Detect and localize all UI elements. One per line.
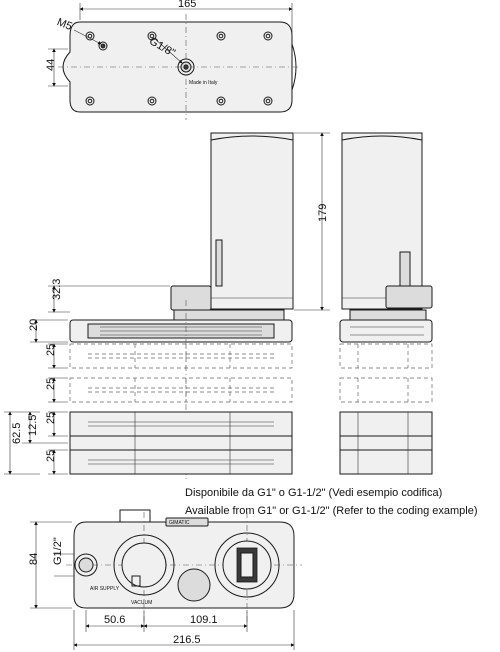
dim-179: 179 — [317, 204, 329, 222]
dim-25-d: 25 — [45, 450, 57, 462]
dim-25-b: 25 — [45, 378, 57, 390]
vacuum-port — [113, 534, 175, 596]
side-module-ghost-2 — [339, 377, 433, 403]
dim-165: 165 — [178, 0, 196, 10]
dim-109-1: 109.1 — [190, 614, 218, 626]
bottom-view: GIMATIC AIR SUPPLY VACUUM 84 G1/2" 50.6 … — [28, 509, 302, 650]
dim-44: 44 — [45, 59, 57, 71]
module-ghost-2 — [69, 377, 293, 403]
dim-25-a: 25 — [45, 344, 57, 356]
brand-logo: GIMATIC — [169, 520, 190, 526]
made-in-italy-label: Made in Italy — [189, 80, 218, 86]
dim-20: 20 — [28, 319, 40, 331]
dim-m5: M5 — [55, 16, 74, 33]
dim-g12: G1/2" — [52, 537, 64, 565]
dim-84: 84 — [28, 553, 40, 565]
front-view: 179 32.3 20 25 25 25 25 12.5 — [4, 132, 330, 480]
vacuum-label: VACUUM — [131, 600, 152, 606]
air-supply-label: AIR SUPPLY — [90, 586, 120, 592]
dim-25-c: 25 — [45, 412, 57, 424]
main-port — [214, 532, 280, 598]
g12-port — [74, 553, 98, 577]
top-view: Made in Italy M5 G1/8" 165 44 — [45, 0, 300, 120]
side-module-stack — [339, 411, 433, 475]
note-italian: Disponibile da G1" o G1-1/2" (Vedi esemp… — [185, 487, 442, 499]
dim-12-5: 12.5 — [27, 415, 39, 436]
module-stack — [69, 411, 293, 475]
dim-32-3: 32.3 — [51, 279, 63, 300]
screw-holes — [85, 31, 273, 106]
m5-port — [98, 41, 108, 51]
module-ghost-1 — [69, 343, 293, 369]
dim-216-5: 216.5 — [173, 634, 201, 646]
dim-50-6: 50.6 — [104, 614, 125, 626]
g18-port — [177, 58, 195, 76]
side-module-ghost-1 — [339, 343, 433, 369]
note-english: Available from G1" or G1-1/2" (Refer to … — [185, 505, 478, 517]
side-view — [339, 132, 433, 475]
dim-62-5: 62.5 — [11, 423, 23, 444]
